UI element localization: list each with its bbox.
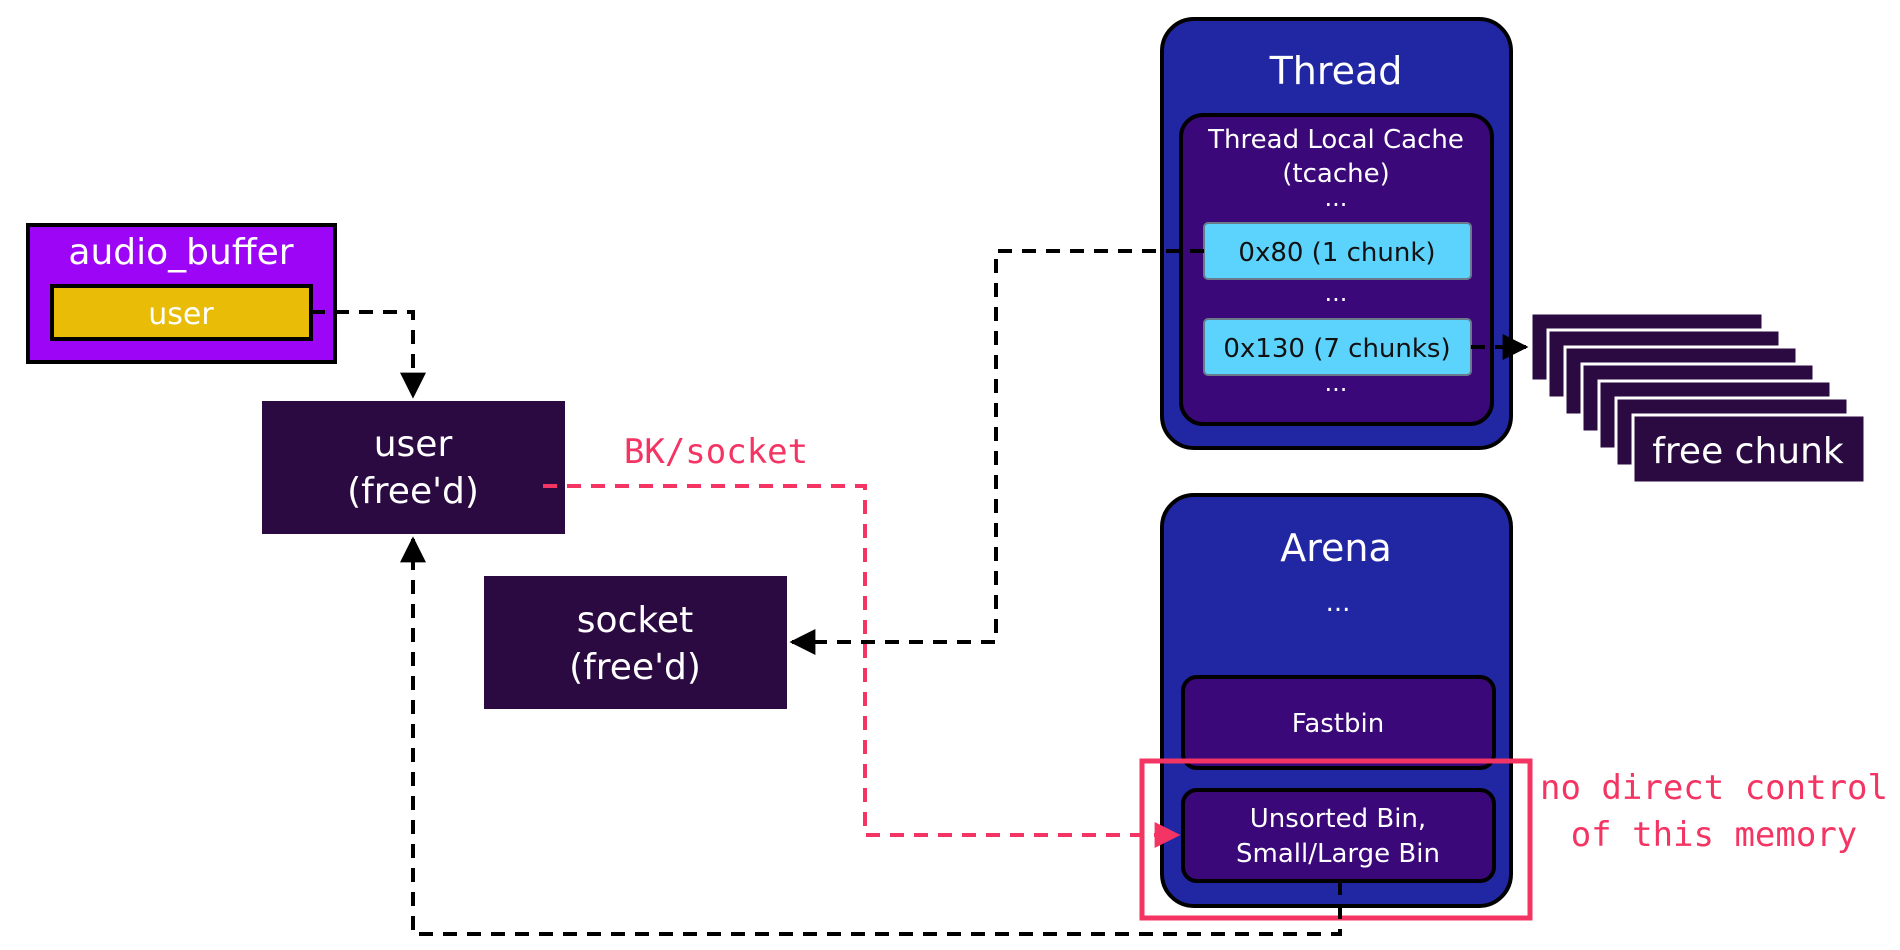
socket-freed-block: socket (free'd) (484, 576, 787, 709)
tcache-title-line1: Thread Local Cache (1207, 125, 1464, 155)
thread-container: Thread Thread Local Cache (tcache) ... 0… (1160, 17, 1513, 450)
arrow-bk-to-unsorted-bin (543, 484, 1181, 848)
socket-freed-line1: socket (577, 600, 693, 641)
free-chunk-label: free chunk (1652, 431, 1844, 472)
arena-container: Arena ... Fastbin Unsorted Bin, Small/La… (1160, 493, 1513, 908)
audio-buffer-title: audio_buffer (68, 232, 293, 273)
bk-socket-label: BK/socket (624, 432, 808, 472)
tcache-bin-0x80-label: 0x80 (1 chunk) (1238, 238, 1435, 268)
tcache-ellipsis-mid: ... (1325, 279, 1348, 307)
unsorted-bin-line1: Unsorted Bin, (1250, 804, 1426, 834)
note-line1: no direct control (1540, 768, 1888, 808)
user-freed-line1: user (374, 424, 453, 465)
arena-ellipsis: ... (1326, 588, 1351, 618)
no-control-highlight-box (1139, 758, 1533, 921)
arrow-tcache-0x80-to-socket (789, 249, 1204, 655)
audio-buffer-user-label: user (148, 297, 214, 332)
audio-buffer-user-field (50, 284, 313, 341)
free-chunk-stack: free chunk (1529, 311, 1867, 485)
tcache-bin-0x130-label: 0x130 (7 chunks) (1223, 334, 1450, 364)
fastbin-box (1181, 675, 1496, 770)
arrow-user-ptr-to-user-chunk (311, 310, 426, 399)
note-line2: of this memory (1571, 815, 1858, 855)
arena-title: Arena (1280, 526, 1392, 570)
fastbin-label: Fastbin (1292, 709, 1384, 739)
tcache-ellipsis-bottom: ... (1325, 369, 1348, 397)
socket-freed-line2: (free'd) (569, 647, 701, 688)
arrow-unsorted-bin-to-user (400, 536, 1342, 936)
tcache-container: Thread Local Cache (tcache) ... 0x80 (1 … (1179, 113, 1494, 426)
tcache-title-line2: (tcache) (1282, 159, 1389, 189)
user-freed-line2: (free'd) (347, 471, 479, 512)
user-freed-block: user (free'd) (262, 401, 565, 534)
thread-title: Thread (1269, 49, 1403, 93)
tcache-ellipsis-top: ... (1325, 184, 1348, 212)
unsorted-bin-line2: Small/Large Bin (1236, 839, 1440, 869)
audio-buffer-struct: audio_buffer user (26, 223, 337, 364)
